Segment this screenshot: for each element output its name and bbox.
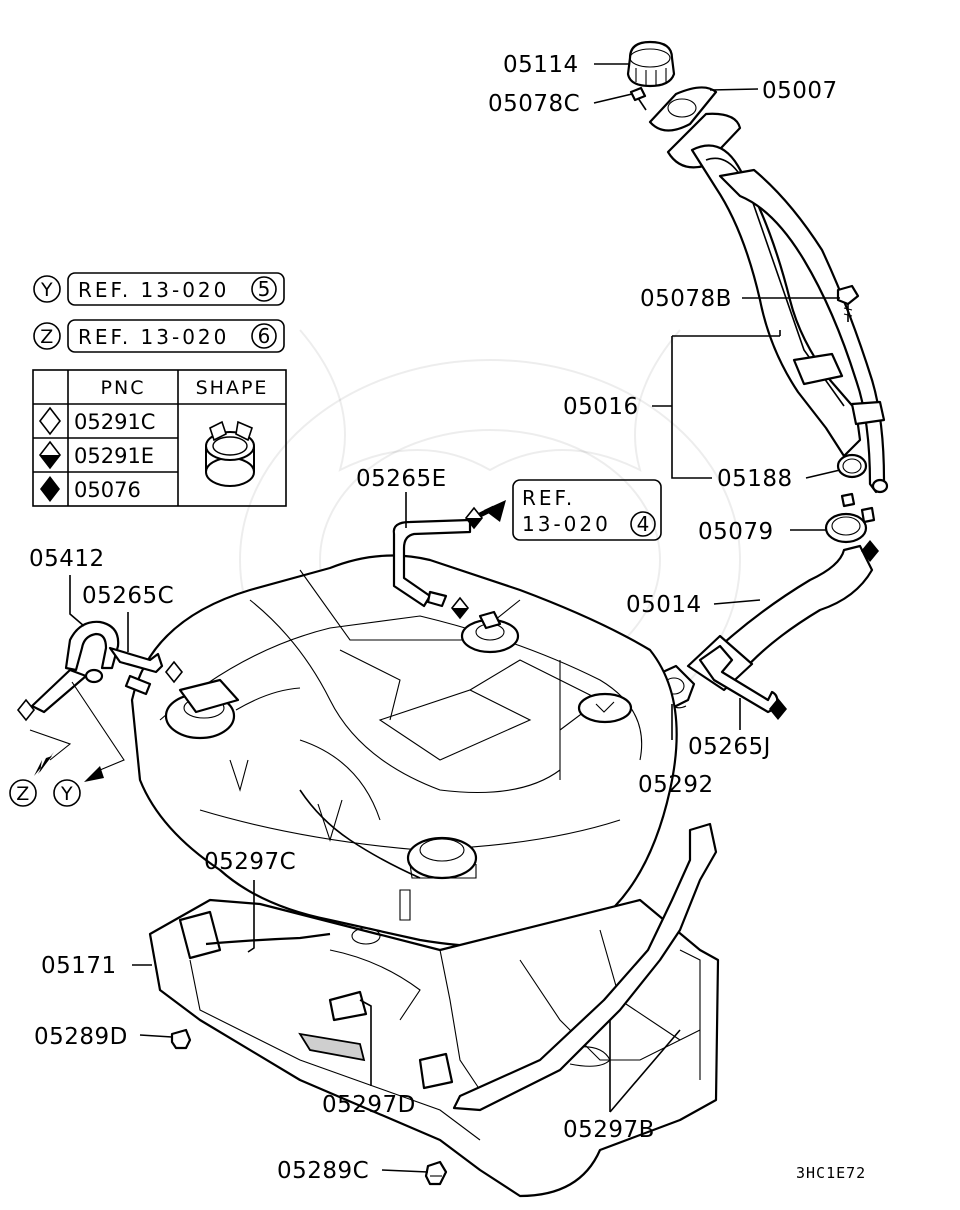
leader-lines xyxy=(29,63,841,1173)
arrow-y-marker[interactable]: Y xyxy=(53,779,81,807)
bracket-05297b xyxy=(452,822,718,1112)
ref-13-020-4-box[interactable]: REF. 13-020 4 xyxy=(512,479,662,541)
ref-z-number: 6 xyxy=(258,324,271,348)
diamond-half-marker xyxy=(450,596,470,620)
bracket-05297c xyxy=(178,910,331,960)
legend-pnc-2: 05291E xyxy=(74,444,154,468)
ref-z-row[interactable]: Z REF. 13-020 6 xyxy=(33,319,285,353)
filler-neck-05016 xyxy=(666,112,889,494)
label-05016[interactable]: 05016 xyxy=(563,394,639,420)
label-05188[interactable]: 05188 xyxy=(717,466,793,492)
bracket-05297d xyxy=(328,990,454,1090)
ref4-line1: REF. xyxy=(522,486,575,510)
hose-clamp-05188 xyxy=(836,453,868,479)
diamond-outline-marker xyxy=(164,660,184,684)
label-05297b[interactable]: 05297B xyxy=(563,1117,655,1143)
vent-hose-05265e xyxy=(392,518,472,608)
clamp-markers xyxy=(16,506,879,722)
label-05265j[interactable]: 05265J xyxy=(688,734,771,760)
legend-diamond-filled-icon xyxy=(40,476,60,502)
legend-header-shape: SHAPE xyxy=(196,377,269,399)
label-05297c[interactable]: 05297C xyxy=(204,849,296,875)
clip-05289d xyxy=(170,1028,192,1050)
diamond-filled-marker xyxy=(769,698,787,720)
label-05114[interactable]: 05114 xyxy=(503,52,579,78)
clamp-legend-table: PNC SHAPE 05291C 05291E 05076 xyxy=(32,369,287,507)
label-05289d[interactable]: 05289D xyxy=(34,1024,128,1050)
direction-arrows xyxy=(34,500,506,782)
ref4-number: 4 xyxy=(637,512,650,536)
diamond-filled-marker xyxy=(861,540,879,562)
ref-y-letter: Y xyxy=(40,279,53,301)
diagram-code: 3HC1E72 xyxy=(796,1164,866,1182)
legend-diamond-half-icon xyxy=(38,440,62,470)
screw-05078c xyxy=(629,86,647,111)
ref-z-letter: Z xyxy=(40,326,54,348)
label-05078b[interactable]: 05078B xyxy=(640,286,732,312)
label-05289c[interactable]: 05289C xyxy=(277,1158,369,1184)
ref-y-number: 5 xyxy=(258,277,271,301)
hose-clamp-shape-icon xyxy=(205,420,255,487)
diamond-outline-marker xyxy=(16,698,36,722)
label-05014[interactable]: 05014 xyxy=(626,592,702,618)
hose-clamp-05079 xyxy=(824,492,876,544)
fuel-cap-05114 xyxy=(626,40,676,88)
ref4-line2: 13-020 xyxy=(522,512,611,536)
label-05007[interactable]: 05007 xyxy=(762,78,838,104)
label-05079[interactable]: 05079 xyxy=(698,519,774,545)
part-number-labels: 05114 05078C 05007 05078B 05016 05188 05… xyxy=(29,52,866,1184)
arrow-z-letter: Z xyxy=(16,783,30,805)
legend-pnc-1: 05291C xyxy=(74,410,155,434)
ref-z-text: REF. 13-020 xyxy=(78,325,229,349)
arrow-z-marker[interactable]: Z xyxy=(9,779,37,807)
gasket-05007 xyxy=(648,86,718,132)
label-05171[interactable]: 05171 xyxy=(41,953,117,979)
legend-header-pnc: PNC xyxy=(101,377,146,399)
label-05412[interactable]: 05412 xyxy=(29,546,105,572)
label-05265e[interactable]: 05265E xyxy=(356,466,447,492)
legend-pnc-3: 05076 xyxy=(74,478,141,502)
diamond-half-marker xyxy=(464,506,484,530)
label-05297d[interactable]: 05297D xyxy=(322,1092,416,1118)
vent-tube-05412 xyxy=(30,620,120,714)
vent-hose-05265c xyxy=(108,646,164,696)
fuel-tank xyxy=(130,554,678,948)
label-05078c[interactable]: 05078C xyxy=(488,91,580,117)
ref-y-text: REF. 13-020 xyxy=(78,278,229,302)
label-05292[interactable]: 05292 xyxy=(638,772,714,798)
ref-y-row[interactable]: Y REF. 13-020 5 xyxy=(33,272,285,306)
legend-diamond-outline-icon xyxy=(38,406,62,436)
arrow-y-letter: Y xyxy=(60,783,73,805)
clip-05289c xyxy=(424,1160,448,1186)
label-05265c[interactable]: 05265C xyxy=(82,583,174,609)
undercover-05171 xyxy=(148,898,720,1198)
